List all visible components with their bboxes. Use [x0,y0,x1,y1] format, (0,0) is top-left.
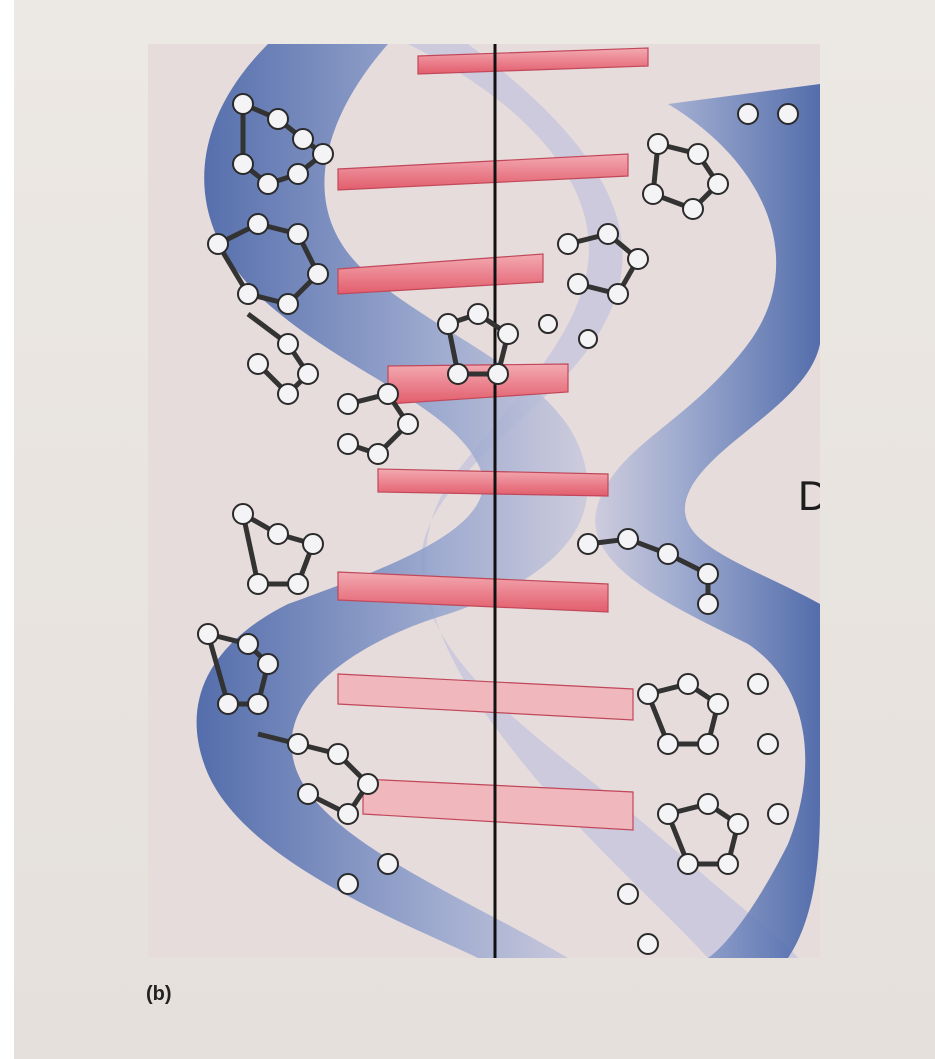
dna-helix-figure: B DNA [148,44,820,958]
label-dna: DNA [798,472,820,520]
base-pair-slab [378,469,608,496]
scan-margin [0,0,14,1059]
dna-helix-illustration [148,44,820,958]
base-pair-slab [338,254,543,294]
panel-caption: (b) [146,983,172,1006]
